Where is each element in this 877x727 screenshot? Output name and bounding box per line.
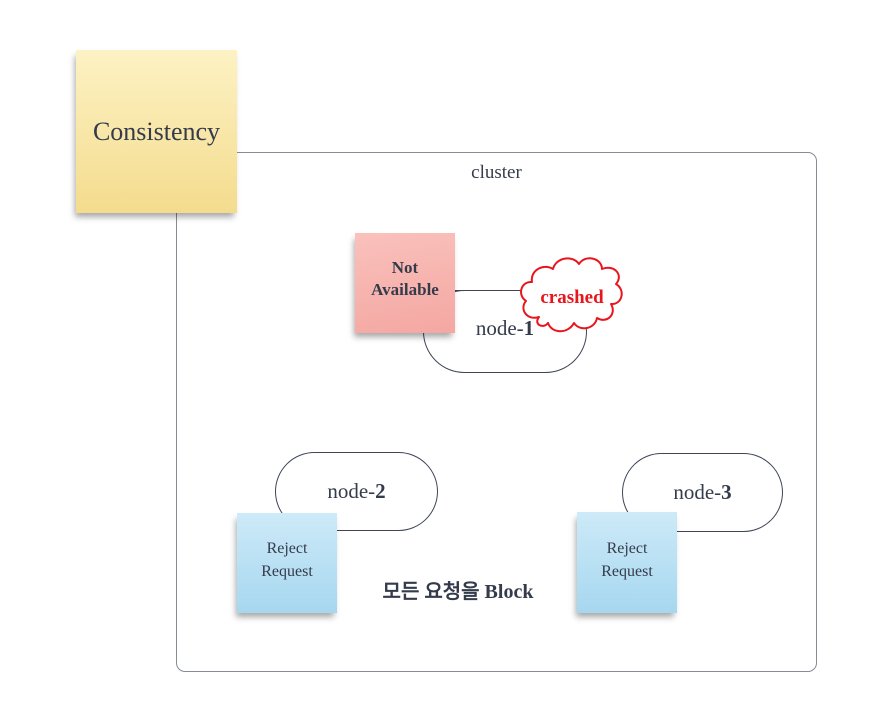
crashed-label: crashed <box>540 287 604 308</box>
node-1-label-number: 1 <box>523 316 535 340</box>
node-3-label-prefix: node- <box>673 480 722 504</box>
node-2-label-number: 2 <box>375 479 386 503</box>
sticky-note-reject-request-left: Reject Request <box>237 513 337 613</box>
node-3-label-number: 3 <box>721 480 732 504</box>
consistency-label: Consistency <box>92 116 221 146</box>
cluster-label: cluster <box>471 162 522 183</box>
sticky-note-reject-request-right: Reject Request <box>577 512 677 613</box>
node-3-shape: node-3 <box>622 453 783 532</box>
note-to-cloud-connector <box>455 290 535 291</box>
node-3-label: node-3 <box>673 480 731 505</box>
block-all-requests-caption: 모든 요청을 Block <box>382 581 534 603</box>
node-2-label: node-2 <box>327 479 385 504</box>
crashed-cloud: crashed <box>517 253 627 345</box>
node-2-shape: node-2 <box>275 452 438 531</box>
reject-request-label: Reject Request <box>601 539 653 580</box>
cloud-icon <box>520 257 623 333</box>
reject-request-label: Reject Request <box>261 540 313 580</box>
node-2-label-prefix: node- <box>327 479 376 503</box>
not-available-label: Not Available <box>371 258 439 299</box>
sticky-note-not-available: Not Available <box>355 233 455 333</box>
cluster-boundary: cluster <box>176 152 817 672</box>
sticky-note-consistency: Consistency <box>76 50 237 213</box>
node-1-label: node-1 <box>476 316 534 341</box>
node-1-label-prefix: node- <box>475 316 524 340</box>
